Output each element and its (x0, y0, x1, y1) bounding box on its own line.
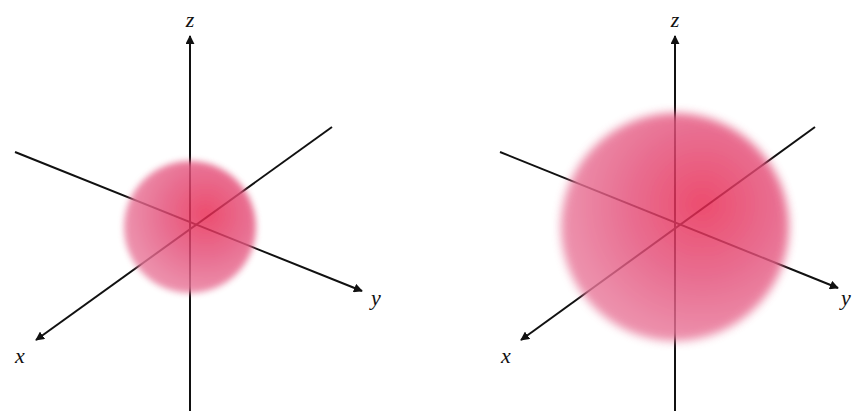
axis-label: z (186, 9, 195, 31)
axis-label: x (501, 345, 511, 367)
axis-label: x (15, 345, 25, 367)
s-orbital-large (561, 113, 789, 341)
axis-label: z (671, 9, 680, 31)
axes-right (500, 36, 838, 411)
axis-label: y (371, 287, 381, 309)
axis-label: y (841, 287, 851, 309)
s-orbital-small (124, 161, 256, 293)
axes-left (15, 36, 362, 411)
